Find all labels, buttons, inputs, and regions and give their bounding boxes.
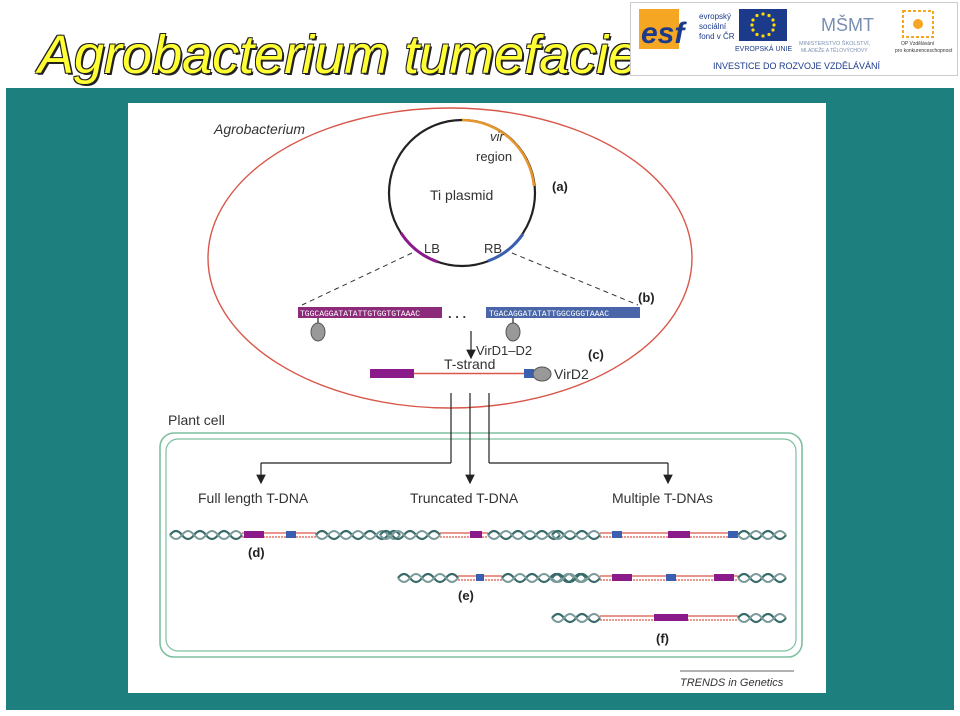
multiple-integration-3	[551, 612, 787, 624]
label-f: (f)	[656, 631, 669, 646]
agrobacterium-cell-outline	[207, 107, 693, 409]
enzyme-label: VirD1–D2	[476, 343, 532, 358]
label-e: (e)	[458, 588, 474, 603]
op-line-2: pro konkurenceschopnost	[895, 48, 953, 54]
eu-label: EVROPSKÁ UNIE	[735, 44, 793, 53]
t-dna-diagram: Agrobacterium vir region Ti plasmid LB R…	[159, 107, 803, 689]
label-a: (a)	[552, 179, 568, 194]
esf-line-2: sociální	[699, 22, 727, 31]
multiple-integration-2	[551, 572, 787, 584]
label-b: (b)	[638, 290, 655, 305]
truncated-integration-2	[397, 572, 587, 584]
msmt-line-2: MLÁDEŽE A TĚLOVÝCHOVY	[801, 46, 868, 54]
rb-nick-protein-icon	[505, 322, 521, 342]
msmt-logo-mark: MŠMT	[821, 14, 874, 35]
op-logo-icon	[902, 10, 934, 38]
t-dna-figure: Agrobacterium vir region Ti plasmid LB R…	[128, 103, 826, 693]
esf-logo-mark: esf	[641, 17, 687, 50]
source-label: TRENDS in Genetics	[680, 677, 784, 689]
multiple-label: Multiple T-DNAs	[612, 490, 713, 506]
sequence-gap-dots: . . .	[448, 306, 466, 321]
zoom-line-right	[511, 252, 639, 306]
lb-label: LB	[424, 241, 440, 256]
t-strand-label: T-strand	[444, 356, 495, 372]
logo-banner-graphics: esf evropský sociální fond v ČR EVROPSKÁ…	[639, 9, 953, 71]
label-c: (c)	[588, 347, 604, 362]
lb-sequence-box	[298, 307, 442, 318]
zoom-line-left	[301, 252, 413, 306]
lb-border-arc	[399, 232, 439, 264]
multiple-integration-1	[551, 529, 787, 541]
msmt-line-1: MINISTERSTVO ŠKOLSTVÍ,	[799, 40, 871, 47]
slide-title: Agrobacterium tumefaciens	[38, 25, 696, 85]
truncated-integration-1	[379, 529, 561, 541]
plant-cell-wall-inner	[165, 438, 797, 652]
rb-sequence: TGACAGGATATATTGGCGGGTAAAC	[489, 310, 609, 319]
op-logo-dot-icon	[913, 19, 923, 29]
vir-region-arc	[461, 118, 536, 187]
plant-cell-wall-outer	[159, 432, 803, 658]
esf-line-1: evropský	[699, 12, 731, 21]
op-line-1: OP Vzdělávání	[901, 41, 935, 47]
truncated-label: Truncated T-DNA	[410, 490, 519, 506]
label-d: (d)	[248, 545, 265, 560]
vird2-label: VirD2	[554, 366, 589, 382]
esf-line-3: fond v ČR	[699, 32, 735, 41]
t-strand-right-border	[524, 369, 534, 378]
full-length-integration	[169, 529, 401, 541]
region-label: region	[476, 149, 512, 164]
banner-text: INVESTICE DO ROZVOJE VZDĚLÁVÁNÍ	[713, 61, 881, 71]
eu-stars-icon	[750, 12, 776, 38]
rb-sequence-box	[486, 307, 640, 318]
esf-logo-block	[639, 9, 679, 49]
lb-nick-protein-icon	[310, 322, 326, 342]
rb-label: RB	[484, 241, 502, 256]
plant-cell-label: Plant cell	[168, 412, 225, 428]
t-strand-left-border	[370, 369, 414, 378]
rb-border-arc	[487, 233, 525, 263]
vird2-protein-icon	[532, 366, 552, 382]
vir-label: vir	[490, 129, 504, 144]
agrobacterium-label: Agrobacterium	[213, 121, 305, 137]
logo-banner: esf evropský sociální fond v ČR EVROPSKÁ…	[630, 2, 958, 76]
ti-plasmid-label: Ti plasmid	[430, 187, 493, 203]
full-length-label: Full length T-DNA	[198, 490, 309, 506]
lb-sequence: TGGCAGGATATATTGTGGTGTAAAC	[300, 310, 420, 319]
